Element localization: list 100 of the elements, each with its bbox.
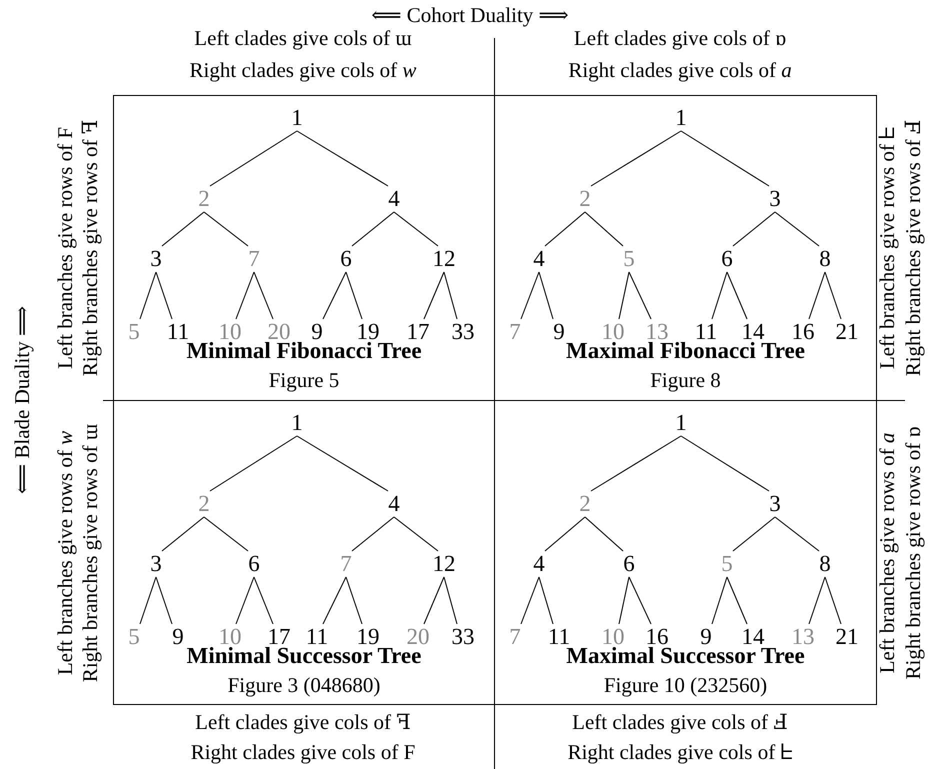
tree-branch-line <box>346 272 362 320</box>
tree-node-number: 9 <box>171 624 185 650</box>
figure-caption: Figure 10 (232560) <box>604 673 768 698</box>
tree-node-number: 8 <box>818 551 832 577</box>
tree-branch-line <box>424 272 444 320</box>
tree-branch-line <box>824 576 842 624</box>
tree-branch-line <box>824 272 842 320</box>
tree-node-number: 6 <box>622 551 636 577</box>
tree-branch-line <box>140 272 156 320</box>
header-label: ⟸ Cohort Duality ⟹ <box>371 2 569 28</box>
tree-node-number: 6 <box>247 551 261 577</box>
side-label: Left branches give rows of F <box>52 127 78 369</box>
tree-branch-line <box>808 272 826 320</box>
tree-branch-line <box>296 130 388 186</box>
tree-branch-line <box>162 212 204 246</box>
tree-branch-line <box>544 516 586 552</box>
side-label: ⟸ Blade Duality ⟹ <box>9 306 35 494</box>
tree-node-number: 4 <box>532 246 546 272</box>
tree-branch-line <box>584 212 624 246</box>
tree-node-number: 2 <box>578 186 592 212</box>
tree-branch-line <box>590 436 682 492</box>
panel-frame <box>494 400 877 705</box>
tree-branch-line <box>156 576 172 624</box>
tree-node-number: 5 <box>127 624 141 650</box>
tree-branch-line <box>254 272 274 320</box>
tree-node-number: 2 <box>197 186 211 212</box>
tree-branch-line <box>584 516 624 552</box>
tree-node-number: 7 <box>508 319 522 345</box>
tree-branch-line <box>732 516 776 552</box>
panel-frame <box>113 95 495 401</box>
tree-node-number: 3 <box>149 246 163 272</box>
tree-node-number: 33 <box>450 319 476 345</box>
tree-branch-line <box>712 576 728 624</box>
header-label: Left clades give cols of ɯ <box>194 25 412 51</box>
tree-node-number: 21 <box>834 319 860 345</box>
tree-branch-line <box>618 272 630 320</box>
tree-node-number: 12 <box>432 246 456 272</box>
tree-branch-line <box>322 272 346 320</box>
tree-node-number: 1 <box>290 105 304 131</box>
side-label: Left branches give rows of w <box>52 430 78 676</box>
tree-node-number: 7 <box>508 624 522 650</box>
tree-branch-line <box>444 272 458 320</box>
tree-branch-line <box>424 576 444 624</box>
side-label: Left branches give rows of ᖶ <box>874 126 900 370</box>
tree-branch-line <box>156 272 172 320</box>
tree-branch-line <box>444 576 458 624</box>
figure-caption: Figure 8 <box>650 368 721 393</box>
tree-node-number: 9 <box>552 319 566 345</box>
tree-branch-line <box>808 576 826 624</box>
tree-branch-line <box>726 272 748 320</box>
tree-node-number: 7 <box>339 551 353 577</box>
tree-branch-line <box>774 212 820 246</box>
tree-branch-line <box>296 436 388 492</box>
tree-branch-line <box>618 576 630 624</box>
tree-branch-line <box>732 212 776 246</box>
tree-branch-line <box>352 516 394 552</box>
tree-node-number: 2 <box>578 491 592 517</box>
tree-branch-line <box>628 272 652 320</box>
tree-branch-line <box>590 130 682 186</box>
header-label: Left clades give cols of ɒ <box>574 25 786 51</box>
tree-node-number: 21 <box>834 624 860 650</box>
tree-branch-line <box>680 436 770 492</box>
tree-branch-line <box>774 516 820 552</box>
tree-branch-line <box>322 576 346 624</box>
panel-frame <box>113 400 495 705</box>
tree-branch-line <box>204 212 248 246</box>
side-label: Right branches give rows of ɒ <box>900 426 926 680</box>
tree-node-number: 3 <box>768 491 782 517</box>
tree-branch-line <box>726 576 748 624</box>
tree-branch-line <box>538 576 554 624</box>
tree-branch-line <box>352 212 394 246</box>
tree-branch-line <box>538 272 554 320</box>
figure-caption: Figure 3 (048680) <box>228 673 380 698</box>
tree-node-number: 4 <box>387 186 401 212</box>
tree-node-number: 33 <box>450 624 476 650</box>
side-label: Right branches give rows of ꟻ <box>77 120 103 376</box>
tree-branch-line <box>210 436 298 492</box>
tree-branch-line <box>254 576 274 624</box>
tree-node-number: 2 <box>197 491 211 517</box>
header-label: Right clades give cols of F <box>190 739 416 765</box>
side-label: Left branches give rows of a <box>874 432 900 674</box>
tree-branch-line <box>394 516 438 552</box>
header-label: Left clades give cols of Ⅎ <box>572 709 788 735</box>
side-label: Right branches give rows of ɯ <box>77 424 103 682</box>
tree-node-number: 1 <box>290 410 304 436</box>
tree-node-number: 1 <box>674 410 688 436</box>
side-label: Right branches give rows of Ⅎ <box>900 120 926 376</box>
tree-branch-line <box>236 272 254 320</box>
tree-branch-line <box>346 576 362 624</box>
header-label: Right clades give cols of w <box>190 57 416 83</box>
tree-branch-line <box>680 130 770 186</box>
tree-branch-line <box>520 576 540 624</box>
tree-branch-line <box>712 272 728 320</box>
tree-node-number: 4 <box>387 491 401 517</box>
tree-node-number: 3 <box>768 186 782 212</box>
tree-branch-line <box>628 576 652 624</box>
tree-branch-line <box>204 516 248 552</box>
tree-node-number: 5 <box>622 246 636 272</box>
tree-branch-line <box>394 212 438 246</box>
tree-node-number: 1 <box>674 105 688 131</box>
